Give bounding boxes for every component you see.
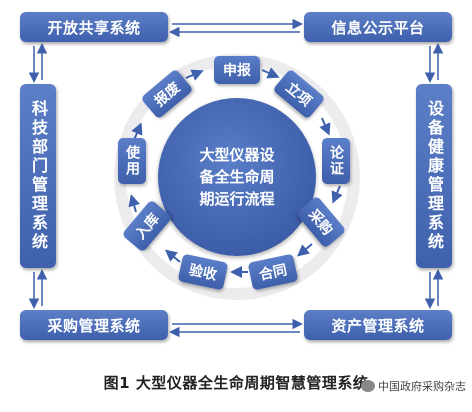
procurement-management-system: 采购管理系统: [20, 310, 168, 340]
ring-flow-arrows: [128, 67, 343, 278]
lifecycle-center: 大型仪器设 备全生命周 期运行流程: [158, 98, 316, 256]
wechat-icon: [361, 380, 375, 392]
center-line-2: 备全生命周: [199, 168, 275, 186]
center-line-3: 期运行流程: [199, 190, 275, 208]
open-sharing-system: 开放共享系统: [20, 12, 168, 42]
step-demonstrate: 论证: [322, 138, 350, 184]
equipment-health-management-system: 设备健康管理系统: [416, 84, 452, 268]
center-line-1: 大型仪器设: [199, 146, 275, 164]
asset-management-system: 资产管理系统: [304, 310, 452, 340]
figure-caption: 图1 大型仪器全生命周期智慧管理系统: [103, 374, 369, 392]
watermark: 中国政府采购杂志: [361, 378, 466, 394]
step-apply: 申报: [214, 56, 260, 84]
step-use: 使用: [118, 138, 146, 184]
watermark-text: 中国政府采购杂志: [378, 380, 466, 393]
tech-dept-management-system: 科技部门管理系统: [20, 84, 56, 268]
info-publicity-platform: 信息公示平台: [304, 12, 452, 42]
